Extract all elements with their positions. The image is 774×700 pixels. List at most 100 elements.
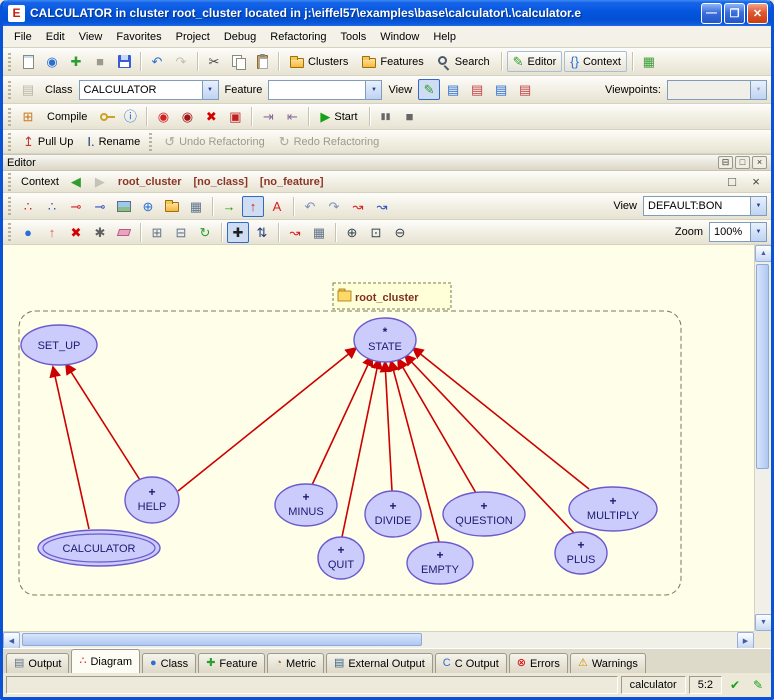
tab-class[interactable]: ●Class <box>142 653 196 673</box>
go-to-target-icon[interactable]: → <box>218 196 240 217</box>
class-node-plus[interactable]: +PLUS <box>555 532 607 574</box>
context-panel-maximize-icon[interactable]: □ <box>721 171 743 192</box>
melt-icon[interactable]: ◉ <box>152 106 174 127</box>
diagram-canvas[interactable]: root_clusterSET_UP *STATE +HELP CALCULATOR +… <box>3 245 754 631</box>
tab-errors[interactable]: ⊗Errors <box>509 653 568 673</box>
new-window-icon[interactable] <box>17 51 39 72</box>
link-tool-icon[interactable]: ↝ <box>284 222 306 243</box>
menu-view[interactable]: View <box>72 28 110 46</box>
menu-help[interactable]: Help <box>426 28 463 46</box>
history-forward-icon[interactable]: ↷ <box>170 51 192 72</box>
horizontal-scroll-track[interactable] <box>20 632 737 648</box>
toggle-grid-icon[interactable]: ▦ <box>185 196 207 217</box>
menu-project[interactable]: Project <box>169 28 217 46</box>
force-layout-icon[interactable]: ⊕ <box>137 196 159 217</box>
send-to-external-icon[interactable]: ▦ <box>638 51 660 72</box>
text-tool-icon[interactable]: A <box>266 196 288 217</box>
class-combo[interactable]: CALCULATOR▼ <box>79 80 219 100</box>
horizontal-scrollbar[interactable]: ◀ ▶ <box>3 631 754 648</box>
diagram-undo-icon[interactable]: ↶ <box>299 196 321 217</box>
panel-float-icon[interactable]: ⊟ <box>718 156 733 169</box>
center-on-target-icon[interactable]: ↑ <box>242 196 264 217</box>
diagram-view-combo[interactable]: DEFAULT:BON▼ <box>643 196 767 216</box>
snap-to-grid-icon[interactable]: ▦ <box>308 222 330 243</box>
new-inheritance-link-icon[interactable]: ↝ <box>371 196 393 217</box>
tab-warnings[interactable]: ⚠Warnings <box>570 653 646 673</box>
toolbar-grip[interactable] <box>8 133 11 151</box>
horizontal-scroll-thumb[interactable] <box>22 633 422 646</box>
cluster-label[interactable]: root_cluster <box>333 283 451 309</box>
scroll-down-icon[interactable]: ▼ <box>755 614 772 631</box>
contract-view-icon[interactable]: ▤ <box>490 79 512 100</box>
clickable-view-icon[interactable]: ▤ <box>466 79 488 100</box>
class-node-minus[interactable]: +MINUS <box>275 484 337 526</box>
features-button[interactable]: Features <box>356 51 429 72</box>
context-class[interactable]: [no_class] <box>189 176 253 188</box>
layout-horizontal-icon[interactable]: ⊞ <box>146 222 168 243</box>
cluster-diagram-icon[interactable]: ∴ <box>41 196 63 217</box>
tab-diagram[interactable]: ∴Diagram <box>71 649 140 673</box>
class-node-help[interactable]: +HELP <box>125 477 179 523</box>
context-cluster[interactable]: root_cluster <box>113 176 187 188</box>
panel-maximize-icon[interactable]: □ <box>735 156 750 169</box>
editable-view-icon[interactable]: ✎ <box>418 79 440 100</box>
undo-refactoring-button[interactable]: ↺Undo Refactoring <box>158 131 271 152</box>
clusters-button[interactable]: Clusters <box>284 51 354 72</box>
sort-items-icon[interactable]: ⇅ <box>251 222 273 243</box>
new-client-link-icon[interactable]: ↝ <box>347 196 369 217</box>
copy-icon[interactable] <box>227 51 249 72</box>
class-diagram-icon[interactable]: ∴ <box>17 196 39 217</box>
open-cluster-icon[interactable] <box>161 196 183 217</box>
eraser-icon[interactable] <box>113 222 135 243</box>
cut-icon[interactable]: ✂ <box>203 51 225 72</box>
delete-item-icon[interactable]: ✖ <box>65 222 87 243</box>
toolbar-grip[interactable] <box>149 133 152 151</box>
step-into-icon[interactable]: ⇥ <box>257 106 279 127</box>
search-button[interactable]: Search <box>432 51 496 72</box>
compile-button[interactable]: Compile <box>41 106 93 127</box>
scroll-up-icon[interactable]: ▲ <box>755 245 772 262</box>
zoom-combo-arrow-icon[interactable]: ▼ <box>750 223 766 241</box>
class-node-set_up[interactable]: SET_UP <box>21 325 97 365</box>
inheritance-link-question-to-state[interactable] <box>398 359 476 493</box>
menu-favorites[interactable]: Favorites <box>109 28 168 46</box>
close-button[interactable]: ✕ <box>747 3 768 24</box>
toggle-anchors-icon[interactable]: ✱ <box>89 222 111 243</box>
save-icon[interactable] <box>113 51 135 72</box>
context-feature[interactable]: [no_feature] <box>255 176 329 188</box>
class-node-empty[interactable]: +EMPTY <box>407 542 473 584</box>
flat-view-icon[interactable]: ▤ <box>442 79 464 100</box>
class-node-multiply[interactable]: +MULTIPLY <box>569 487 657 531</box>
viewpoints-combo-arrow-icon[interactable]: ▼ <box>750 81 766 99</box>
tab-external-output[interactable]: ▤External Output <box>326 653 433 673</box>
stop-loading-icon[interactable]: ■ <box>89 51 111 72</box>
menu-tools[interactable]: Tools <box>334 28 374 46</box>
class-node-question[interactable]: +QUESTION <box>443 492 525 536</box>
menu-window[interactable]: Window <box>373 28 426 46</box>
class-combo-arrow-icon[interactable]: ▼ <box>202 81 218 99</box>
toolbar-grip[interactable] <box>8 173 11 191</box>
step-out-icon[interactable]: ⇤ <box>281 106 303 127</box>
context-button[interactable]: {}Context <box>564 51 627 72</box>
pause-icon[interactable]: ▮▮ <box>375 106 397 127</box>
minimize-button[interactable]: — <box>701 3 722 24</box>
context-back-icon[interactable]: ◀ <box>65 171 87 192</box>
class-node-calculator[interactable]: CALCULATOR <box>38 530 160 566</box>
menu-refactoring[interactable]: Refactoring <box>263 28 333 46</box>
title-bar[interactable]: E CALCULATOR in cluster root_cluster loc… <box>3 0 771 26</box>
editor-button[interactable]: ✎Editor <box>507 51 563 72</box>
class-node-divide[interactable]: +DIVIDE <box>365 491 421 537</box>
vertical-scroll-track[interactable] <box>755 262 771 614</box>
finalize-icon[interactable]: ▣ <box>224 106 246 127</box>
toolbar-grip[interactable] <box>8 108 11 126</box>
tab-c-output[interactable]: CC Output <box>435 653 507 673</box>
relayout-icon[interactable]: ↻ <box>194 222 216 243</box>
class-tool-icon[interactable]: ▤ <box>17 79 39 100</box>
toolbar-grip[interactable] <box>8 53 11 71</box>
history-back-icon[interactable]: ↶ <box>146 51 168 72</box>
maximize-button[interactable]: ❐ <box>724 3 745 24</box>
crosshair-tool-icon[interactable]: ✚ <box>227 222 249 243</box>
feature-combo-arrow-icon[interactable]: ▼ <box>365 81 381 99</box>
compile-key-icon[interactable] <box>95 106 117 127</box>
class-node-state[interactable]: *STATE <box>354 318 416 362</box>
